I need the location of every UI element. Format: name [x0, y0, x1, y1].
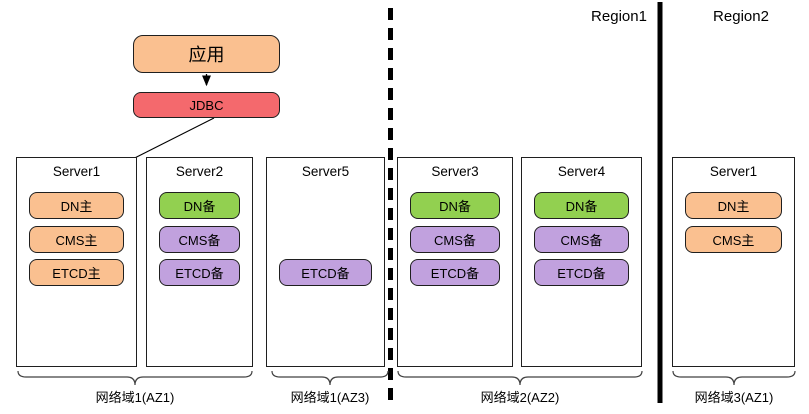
brace-az1 — [17, 370, 253, 386]
server3-title: Server3 — [431, 164, 479, 179]
component-dn-standby: DN备 — [410, 192, 500, 219]
network-zone-label-az1: 网络域1(AZ1) — [95, 390, 175, 405]
region2-label: Region2 — [713, 8, 769, 25]
component-dn-primary: DN主 — [685, 192, 782, 219]
server1-region2-box: Server1 DN主 CMS主 — [672, 157, 795, 367]
network-zone-label-region2-az1: 网络域3(AZ1) — [694, 390, 774, 405]
component-etcd-primary: ETCD主 — [29, 259, 124, 286]
region1-label: Region1 — [591, 8, 647, 25]
jdbc-node: JDBC — [133, 92, 280, 118]
server1-title: Server1 — [52, 164, 101, 179]
component-dn-primary: DN主 — [29, 192, 124, 219]
component-cms-primary: CMS主 — [29, 226, 124, 253]
brace-az3 — [271, 370, 389, 386]
component-etcd-standby: ETCD备 — [159, 259, 240, 286]
server1-box: Server1 DN主 CMS主 ETCD主 — [16, 157, 137, 367]
component-dn-standby: DN备 — [534, 192, 629, 219]
network-zone-label-az3: 网络域1(AZ3) — [290, 390, 370, 405]
server3-box: Server3 DN备 CMS备 ETCD备 — [397, 157, 513, 367]
server4-box: Server4 DN备 CMS备 ETCD备 — [521, 157, 642, 367]
network-zone-label-az2: 网络域2(AZ2) — [480, 390, 560, 405]
component-etcd-standby: ETCD备 — [279, 259, 372, 286]
brace-az2 — [397, 370, 643, 386]
server4-title: Server4 — [557, 164, 606, 179]
component-cms-standby: CMS备 — [159, 226, 240, 253]
component-etcd-standby: ETCD备 — [410, 259, 500, 286]
component-cms-primary: CMS主 — [685, 226, 782, 253]
component-etcd-standby: ETCD备 — [534, 259, 629, 286]
server5-title: Server5 — [301, 164, 350, 179]
server2-title: Server2 — [175, 164, 224, 179]
component-cms-standby: CMS备 — [534, 226, 629, 253]
application-node: 应用 — [133, 35, 280, 73]
component-cms-standby: CMS备 — [410, 226, 500, 253]
server2-box: Server2 DN备 CMS备 ETCD备 — [146, 157, 253, 367]
server5-box: Server5 ETCD备 — [266, 157, 385, 367]
component-dn-standby: DN备 — [159, 192, 240, 219]
server1-region2-title: Server1 — [709, 164, 758, 179]
brace-region2-az1 — [672, 370, 796, 386]
